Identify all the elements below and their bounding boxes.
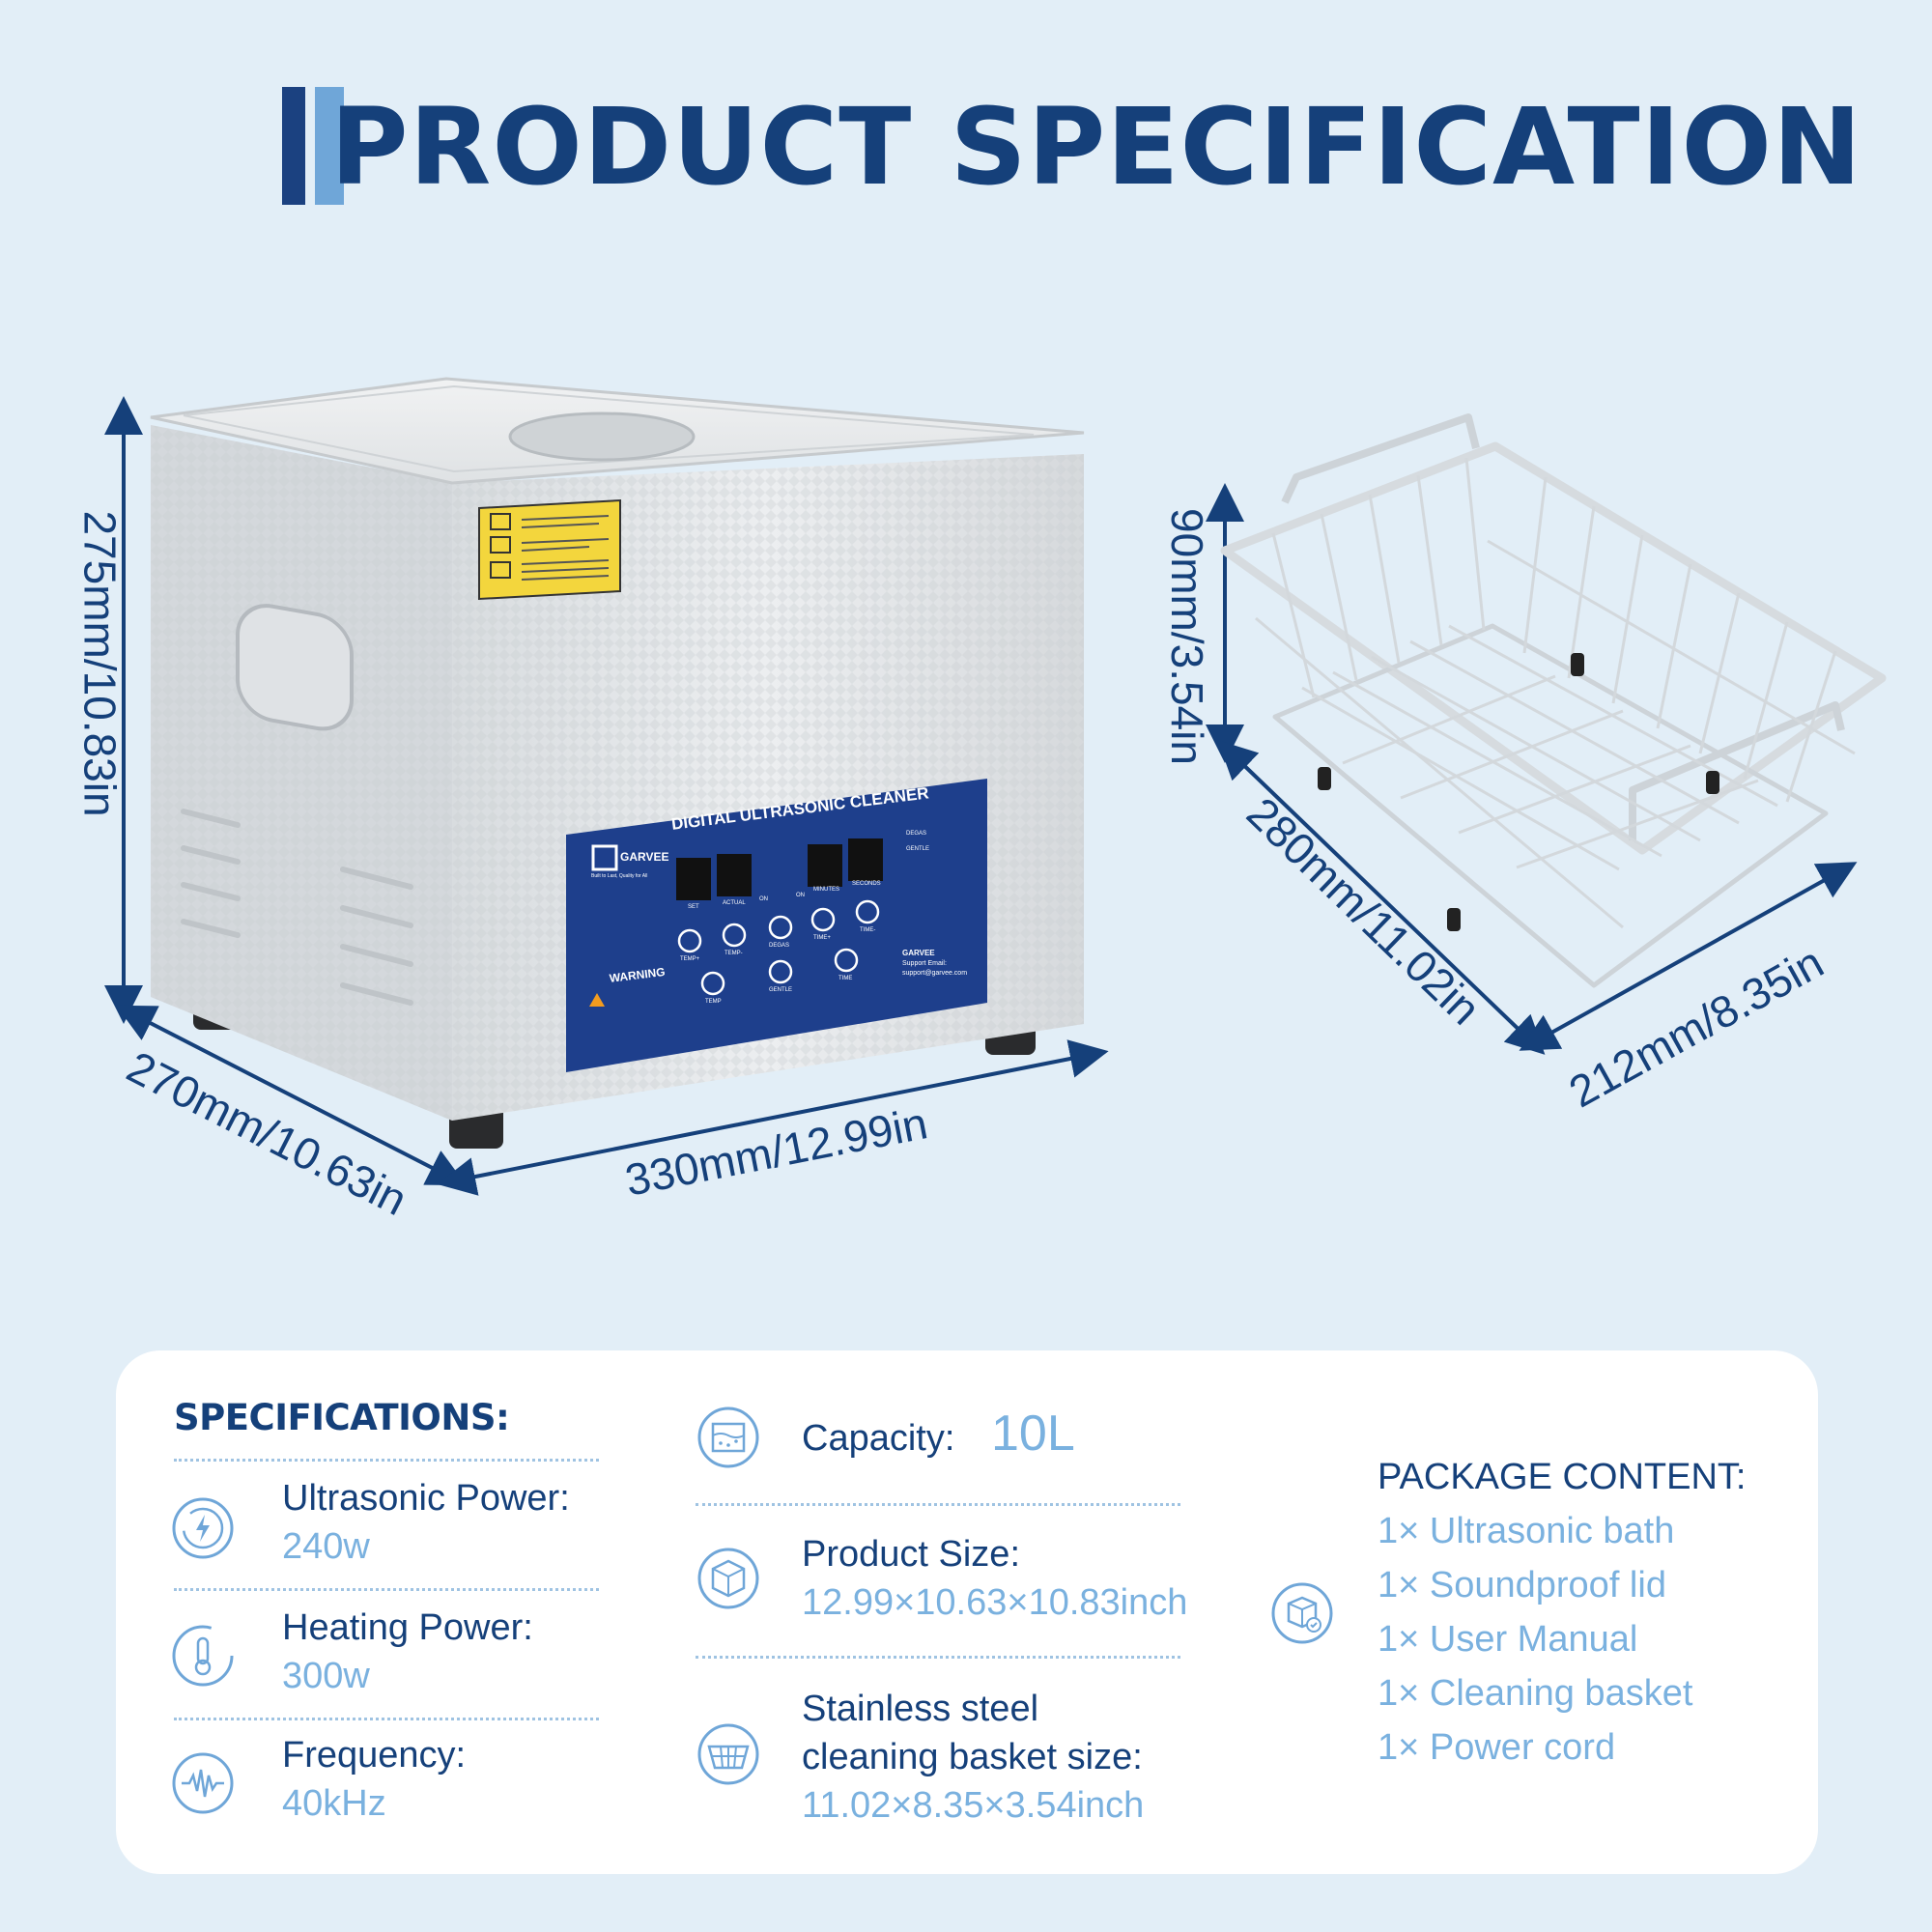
capacity-label: Capacity: [802,1418,955,1459]
cleaner-width-arrow [437,1039,1109,1196]
panel-label-gentle: GENTLE [769,987,793,993]
ultrasonic-power-label: Ultrasonic Power: [282,1478,570,1519]
panel-label-degas: DEGAS [769,943,790,949]
panel-support-email: support@garvee.com [902,970,968,977]
basket-length-arrow [1217,740,1546,1055]
product-size-icon [697,1548,759,1609]
capacity-icon [697,1406,759,1468]
package-title: PACKAGE CONTENT: [1378,1457,1747,1497]
ultrasonic-power-value: 240w [282,1526,370,1567]
frequency-value: 40kHz [282,1783,386,1824]
basket-icon [697,1723,759,1785]
panel-label-degas-indicator: DEGAS [906,831,927,837]
title-accent-bar-light [315,87,344,205]
ultrasonic-power-icon [172,1497,234,1559]
panel-label-time-minus: TIME- [860,927,876,933]
panel-label-temp-plus: TEMP+ [680,956,700,962]
package-item: 1× Power cord [1378,1727,1616,1768]
capacity-value: 10L [991,1406,1075,1462]
basket-size-label-line1: Stainless steel [802,1689,1039,1729]
panel-label-seconds: SECONDS [852,881,881,887]
package-item: 1× Cleaning basket [1378,1673,1693,1714]
panel-support-email-label: Support Email: [902,960,947,967]
divider [696,1503,1180,1506]
panel-label-set: SET [688,904,699,910]
basket-width-arrow [1519,862,1858,1051]
panel-tagline: Built to Last, Quality for All [591,873,648,879]
heating-power-label: Heating Power: [282,1607,533,1648]
panel-label-actual: ACTUAL [723,900,746,906]
divider [174,1718,599,1720]
divider [174,1459,599,1462]
page-title: PRODUCT SPECIFICATION [282,85,1861,209]
frequency-icon [172,1752,234,1814]
panel-label-time-plus: TIME+ [813,935,831,941]
package-item: 1× Ultrasonic bath [1378,1511,1675,1551]
divider [174,1588,599,1591]
cleaner-depth-arrow [116,1005,467,1186]
divider [696,1656,1180,1659]
package-item: 1× Soundproof lid [1378,1565,1666,1605]
package-icon [1271,1582,1333,1644]
panel-label-temp: TEMP [705,999,722,1005]
basket-size-value: 11.02×8.35×3.54inch [802,1785,1145,1826]
panel-label-temp-minus: TEMP- [724,951,743,956]
title-text: PRODUCT SPECIFICATION [330,85,1863,209]
panel-label-on-2: ON [796,893,805,898]
panel-label-time: TIME [838,976,853,981]
frequency-label: Frequency: [282,1735,467,1776]
heating-power-value: 300w [282,1656,370,1696]
heating-power-icon [172,1625,234,1687]
title-accent-bar-dark [282,87,305,205]
specifications-title: SPECIFICATIONS: [174,1397,510,1438]
specifications-card: SPECIFICATIONS: Ultrasonic Power: 240w H… [116,1350,1818,1874]
package-item: 1× User Manual [1378,1619,1638,1660]
panel-brand: GARVEE [620,850,669,864]
panel-label-gentle-indicator: GENTLE [906,846,930,852]
product-size-value: 12.99×10.63×10.83inch [802,1582,1188,1623]
panel-label-on-1: ON [759,896,768,902]
basket-size-label-line2: cleaning basket size: [802,1737,1143,1777]
panel-label-minutes: MINUTES [813,887,839,893]
panel-support-name: GARVEE [902,949,935,957]
product-size-label: Product Size: [802,1534,1020,1575]
